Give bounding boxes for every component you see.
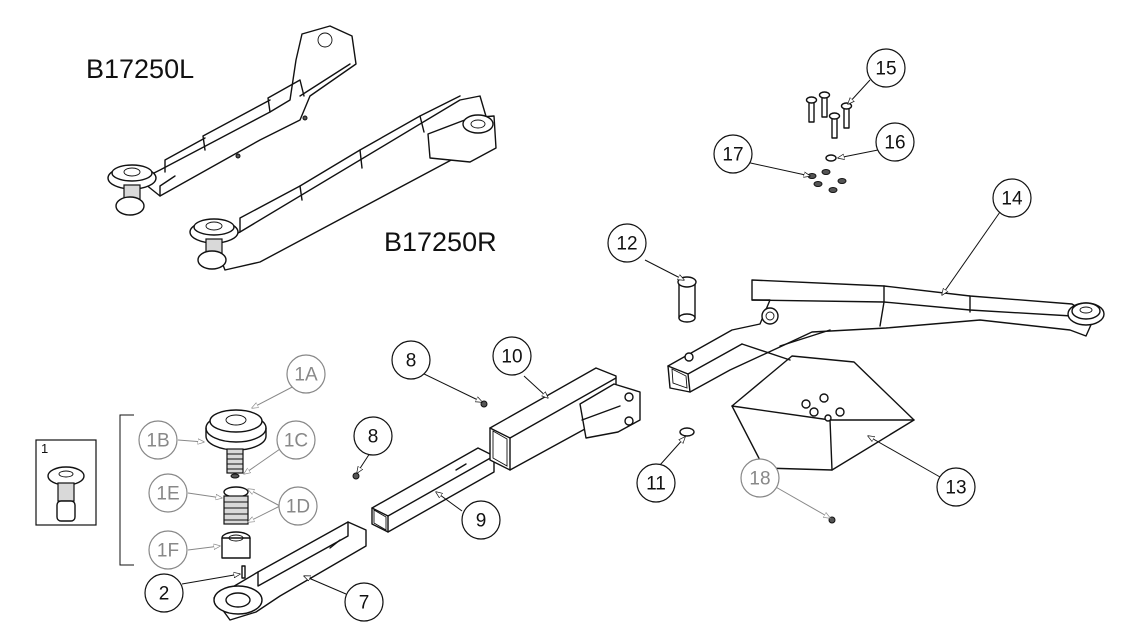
model-label-left: B17250L	[86, 54, 194, 84]
callout-1B: 1B	[138, 420, 178, 460]
callout-16: 16	[875, 122, 915, 162]
part-13-mount-plate	[731, 355, 915, 471]
callout-1F: 1F	[148, 530, 188, 570]
callout-9: 9	[461, 500, 501, 540]
svg-text:8: 8	[406, 351, 417, 372]
svg-text:17: 17	[722, 145, 743, 166]
part-1F-nut	[221, 531, 251, 559]
assembled-arm-left	[139, 25, 357, 197]
part-15-bolts	[805, 91, 853, 139]
svg-text:8: 8	[368, 427, 379, 448]
callout-7: 7	[344, 582, 384, 622]
svg-text:10: 10	[501, 347, 522, 368]
callout-18: 18	[740, 458, 780, 498]
leader-10	[523, 375, 548, 398]
leader-2	[181, 574, 240, 585]
group-bracket	[119, 414, 134, 566]
callout-1D: 1D	[278, 486, 318, 526]
part-1C-stud	[226, 448, 244, 479]
svg-text:2: 2	[159, 584, 170, 605]
assembled-arm-right	[214, 95, 497, 271]
callout-12: 12	[607, 223, 647, 263]
leader-8b	[357, 452, 371, 473]
part-9-middle-tube	[371, 447, 495, 533]
part-11-washer	[679, 427, 695, 437]
part-14-end-pad	[1067, 302, 1105, 326]
callout-17: 17	[713, 134, 753, 174]
svg-text:12: 12	[616, 234, 637, 255]
svg-text:7: 7	[359, 593, 370, 614]
svg-text:1C: 1C	[284, 431, 308, 452]
leader-1D-b	[248, 505, 281, 522]
callout-10: 10	[492, 336, 532, 376]
svg-text:13: 13	[945, 478, 966, 499]
part-2-pin	[241, 565, 246, 579]
leader-12	[644, 259, 684, 280]
part-16-washer	[825, 154, 837, 162]
svg-text:18: 18	[749, 469, 770, 490]
leader-8a	[419, 371, 482, 402]
leader-7	[304, 576, 347, 595]
svg-text:1E: 1E	[156, 484, 179, 505]
callout-13: 13	[936, 467, 976, 507]
callout-15: 15	[866, 48, 906, 88]
leader-15	[848, 79, 871, 104]
callout-2: 2	[144, 573, 184, 613]
leader-17	[745, 161, 810, 176]
svg-text:14: 14	[1001, 189, 1023, 210]
leader-16	[838, 149, 879, 158]
group-1-pad-assembly	[47, 466, 85, 522]
leader-1B	[177, 440, 204, 442]
leader-14	[942, 211, 1001, 295]
part-17-nuts	[807, 169, 847, 193]
part-10-outer-tube	[489, 367, 641, 471]
leader-9	[436, 492, 463, 512]
callout-1E: 1E	[148, 473, 188, 513]
swivel-pad-right	[189, 218, 239, 270]
part-7-inner-arm	[213, 521, 367, 621]
model-label-right: B17250R	[384, 227, 497, 257]
svg-text:9: 9	[476, 511, 487, 532]
callout-14: 14	[992, 178, 1032, 218]
svg-text:1D: 1D	[286, 497, 310, 518]
callout-1C: 1C	[276, 420, 316, 460]
svg-text:16: 16	[884, 133, 905, 154]
leader-11	[659, 437, 685, 466]
leader-1F	[187, 546, 220, 551]
group-1-tag: 1	[41, 441, 48, 456]
swivel-pad-left	[107, 164, 157, 216]
svg-text:15: 15	[875, 59, 896, 80]
leader-1C	[244, 448, 281, 474]
part-1A-pad	[205, 409, 267, 451]
svg-text:1A: 1A	[294, 365, 318, 386]
leader-1E	[187, 492, 222, 498]
callout-11: 11	[636, 463, 676, 503]
part-12-pin	[677, 276, 697, 323]
callout-8b: 8	[353, 416, 393, 456]
svg-text:1F: 1F	[157, 541, 179, 562]
leader-13	[868, 436, 941, 478]
leader-1D-a	[248, 489, 281, 507]
part-8-screw-b	[352, 472, 360, 480]
part-1D-sleeve	[223, 486, 249, 525]
svg-text:11: 11	[646, 474, 666, 495]
leader-18	[773, 485, 830, 518]
callout-1A: 1A	[286, 354, 326, 394]
part-14-main-arm	[667, 279, 1095, 393]
callout-8a: 8	[391, 340, 431, 380]
svg-text:1B: 1B	[146, 431, 169, 452]
